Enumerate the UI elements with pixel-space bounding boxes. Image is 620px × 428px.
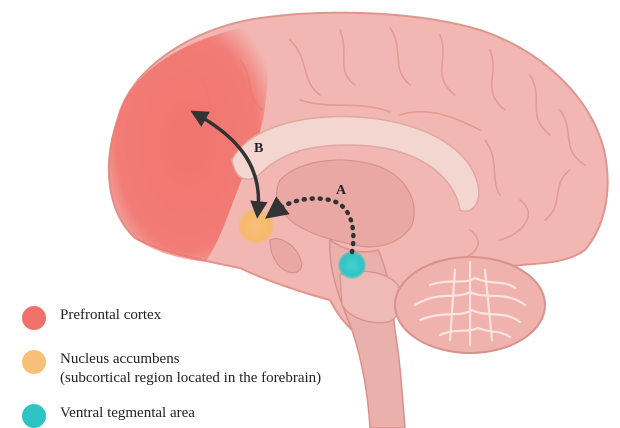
cerebellum [395,257,545,353]
ventral-tegmental-area-region [338,251,366,279]
prefrontal-cortex-swatch [22,306,46,330]
arrow-a-label: A [336,183,347,198]
legend-label: Ventral tegmental area [60,404,195,423]
ventral-tegmental-area-swatch [22,404,46,428]
legend-item-nucleus-accumbens: Nucleus accumbens (subcortical region lo… [22,350,321,388]
nucleus-accumbens-region [238,208,274,244]
nucleus-accumbens-swatch [22,350,46,374]
arrow-b-label: B [254,141,263,156]
legend-label: Nucleus accumbens [60,350,321,369]
legend-item-prefrontal-cortex: Prefrontal cortex [22,306,161,330]
legend-item-ventral-tegmental-area: Ventral tegmental area [22,404,195,428]
legend-sublabel: (subcortical region located in the foreb… [60,369,321,388]
legend-label: Prefrontal cortex [60,306,161,325]
